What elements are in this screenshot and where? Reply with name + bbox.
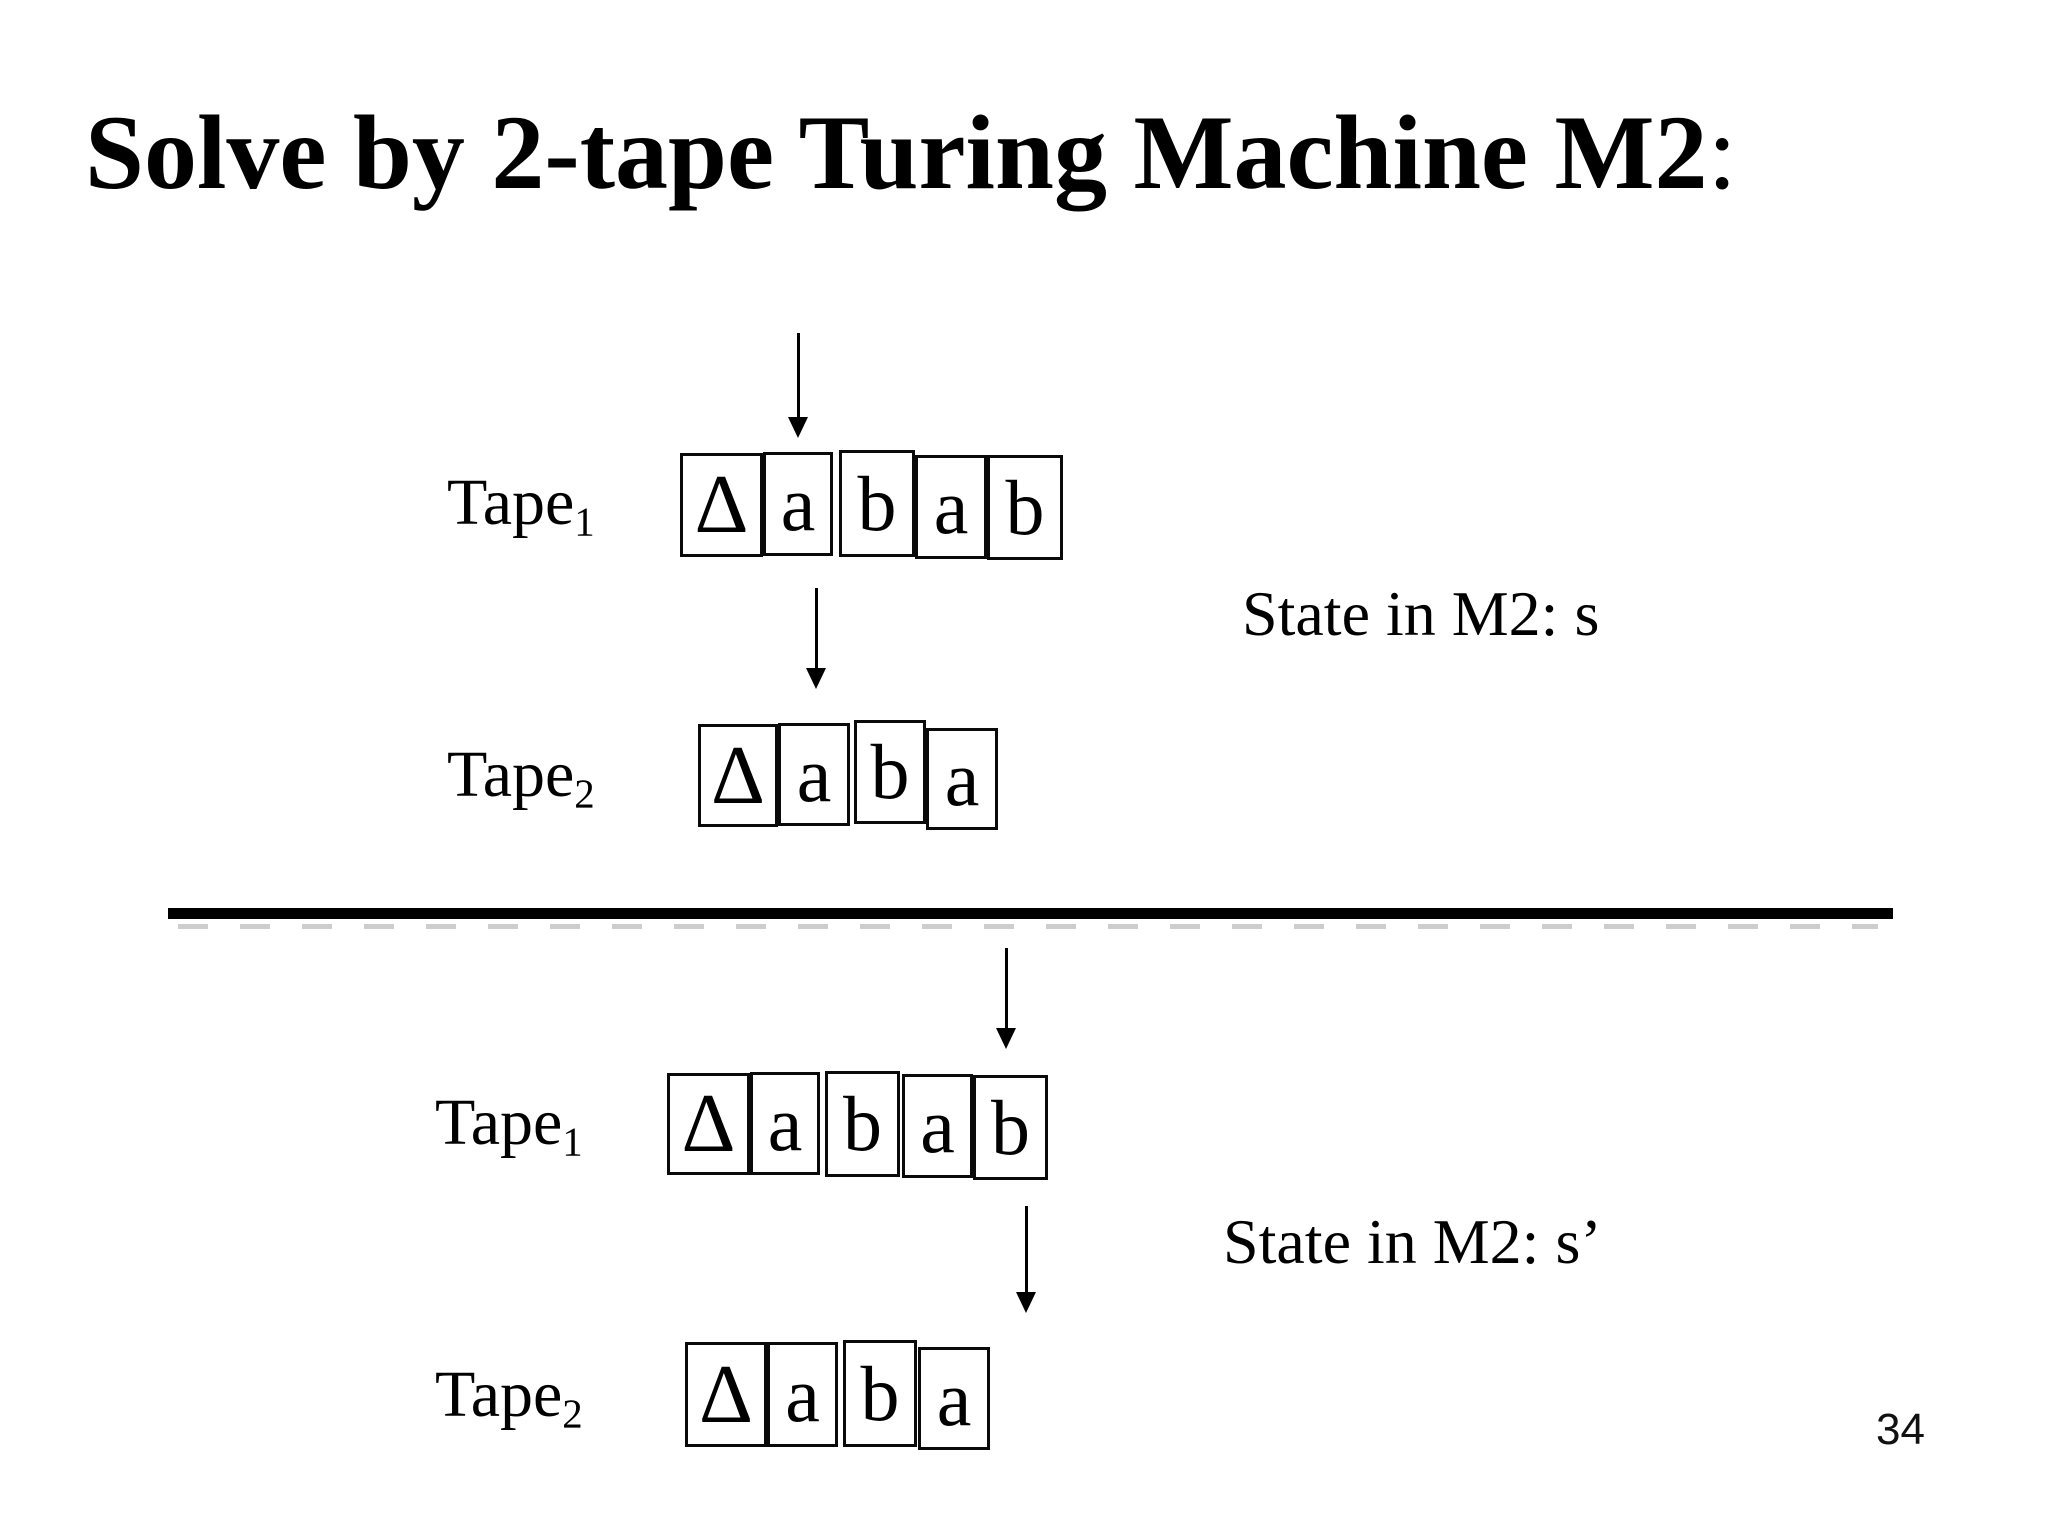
cell-letter: Δ [694,458,749,551]
cell-letter: Δ [698,1347,754,1441]
tape-cell: b [973,1075,1048,1180]
cell-letter: a [767,1079,803,1167]
tape-cell: Δ [698,724,778,827]
arrow-head [788,417,808,438]
tape-cell: b [843,1340,917,1447]
cell-letter: b [857,459,897,547]
tape-cell: Δ [685,1342,767,1447]
tape1-head-arrow-bottom-icon [995,948,1017,1049]
cell-letter: Δ [710,728,766,822]
tape2-head-arrow-bottom-icon [1015,1206,1037,1313]
state-text-bottom: State in M2: s’ [1223,1206,1602,1277]
state-text-top: State in M2: s [1242,578,1600,649]
tape1-label-top: Tape1 [447,470,595,543]
tape-cell: a [763,452,833,556]
page-title: Solve by 2-tape Turing Machine M2: [85,94,1737,212]
cell-letter: a [920,1082,955,1169]
tape-label-text: Tape [447,738,575,811]
cell-letter: b [870,728,910,815]
tape-cell: a [915,455,987,559]
tape-cell: b [839,450,915,557]
tape-cell: a [902,1074,973,1178]
page-title-text: Solve by 2-tape Turing Machine M2 [85,94,1708,211]
cell-letter: b [1005,463,1045,551]
tape-cell: b [854,720,926,824]
tape-cell: Δ [667,1073,750,1175]
page-title-colon: : [1707,94,1737,211]
section-divider-line [168,908,1893,919]
tape-label-text: Tape [435,1358,563,1431]
cell-letter: b [991,1083,1030,1171]
cell-letter: a [944,735,980,822]
tape1-label-bottom: Tape1 [435,1090,583,1163]
arrow-shaft [814,588,818,668]
tape-cell: Δ [680,453,763,557]
tape-label-text: Tape [435,1086,563,1159]
arrow-head [1016,1292,1036,1313]
tape-cell: b [825,1071,900,1177]
tape-label-text: Tape [447,466,575,539]
cell-letter: a [936,1354,972,1442]
tape-label-sub: 2 [562,1391,583,1437]
tape1-head-arrow-top-icon [787,333,809,438]
tape-cell: a [778,723,850,826]
cell-letter: a [796,730,832,818]
tape-cell: a [918,1347,990,1450]
tape2-label-bottom: Tape2 [435,1362,583,1435]
arrow-head [806,668,826,689]
tape-cell: b [987,455,1063,560]
tape-label-sub: 1 [562,1119,583,1165]
arrow-head [996,1028,1016,1049]
cell-letter: a [785,1350,820,1438]
cell-letter: b [860,1349,900,1437]
cell-letter: b [843,1080,882,1167]
arrow-shaft [796,333,800,417]
arrow-shaft [1004,948,1008,1028]
tape-cell: a [750,1072,820,1175]
tape2-head-arrow-top-icon [805,588,827,689]
tape-cell: a [926,728,998,830]
page-number: 34 [1876,1405,1925,1454]
arrow-shaft [1024,1206,1028,1292]
cell-letter: a [933,463,969,550]
tape-label-sub: 1 [574,499,595,545]
tape-label-sub: 2 [574,771,595,817]
cell-letter: Δ [681,1077,736,1170]
tape-cell: a [767,1342,838,1447]
cell-letter: a [780,460,816,547]
section-divider-shadow [178,924,1878,929]
tape2-label-top: Tape2 [447,742,595,815]
